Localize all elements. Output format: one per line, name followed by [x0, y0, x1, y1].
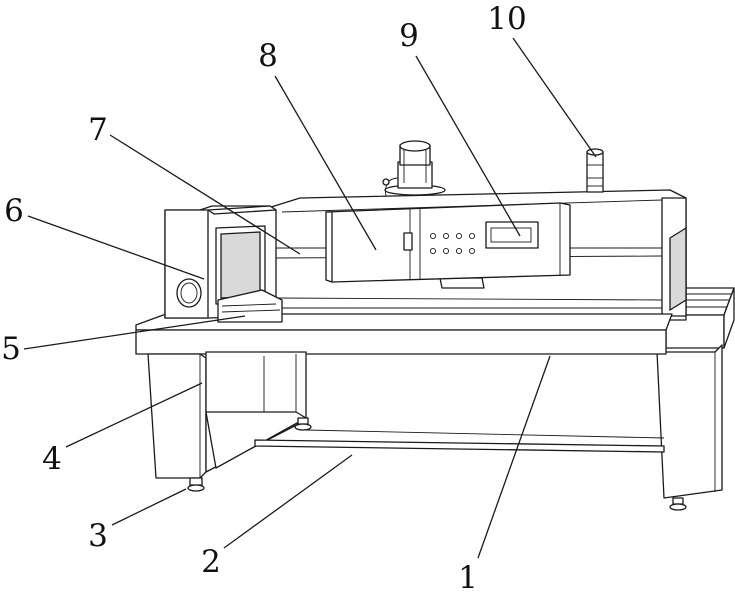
callout-8: 8: [258, 38, 278, 74]
callout-3: 3: [88, 518, 108, 554]
callout-6: 6: [4, 193, 24, 229]
leader-3: [112, 489, 186, 525]
leader-2: [224, 455, 352, 548]
callout-5: 5: [1, 331, 21, 367]
callout-7: 7: [88, 112, 108, 148]
right-leg: [657, 345, 722, 510]
bottom-crossbar: [255, 430, 664, 452]
callout-9: 9: [399, 18, 419, 54]
control-box: [326, 203, 570, 282]
callout-4: 4: [42, 441, 62, 477]
callout-2: 2: [201, 544, 221, 580]
leader-1: [478, 356, 550, 558]
left-leg: [148, 352, 311, 491]
callout-10: 10: [487, 1, 526, 37]
fan-motor: [383, 141, 445, 196]
leader-10: [513, 38, 596, 157]
callout-1: 1: [458, 560, 478, 596]
